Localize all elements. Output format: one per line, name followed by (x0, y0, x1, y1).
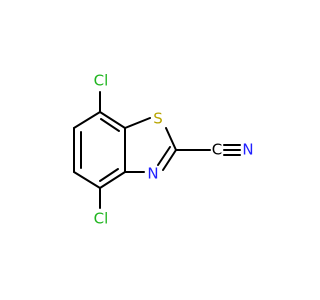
double-bond-c3a-c4-inner (99, 168, 119, 182)
atom-sulfur: S (153, 110, 163, 128)
bond-c6-c7 (73, 111, 101, 129)
double-bond-c7-c7a-inner (100, 118, 120, 132)
bond-c7a-s (124, 117, 151, 129)
bond-c3a-c4 (99, 171, 126, 189)
bond-c4-c5 (73, 171, 101, 189)
nitrile-group (175, 144, 241, 156)
atom-nitrile-nitrogen: N (242, 141, 253, 159)
bond-c2-n-double (157, 146, 171, 166)
bond-c2-n (162, 149, 177, 171)
bond-s-c2 (165, 127, 177, 151)
atom-cl-top: Cl (94, 72, 109, 90)
benzene-ring (73, 111, 126, 189)
bond-c7-c7a (99, 111, 126, 129)
atom-ring-nitrogen: N (147, 165, 158, 183)
thiazole-ring (124, 117, 177, 173)
atom-cl-bottom: Cl (94, 210, 109, 228)
molecule-canvas: Cl Cl S N C N (73, 71, 254, 228)
benzothiazole-structure: Cl Cl S N C N (73, 72, 254, 228)
atom-nitrile-carbon: C (212, 141, 222, 159)
